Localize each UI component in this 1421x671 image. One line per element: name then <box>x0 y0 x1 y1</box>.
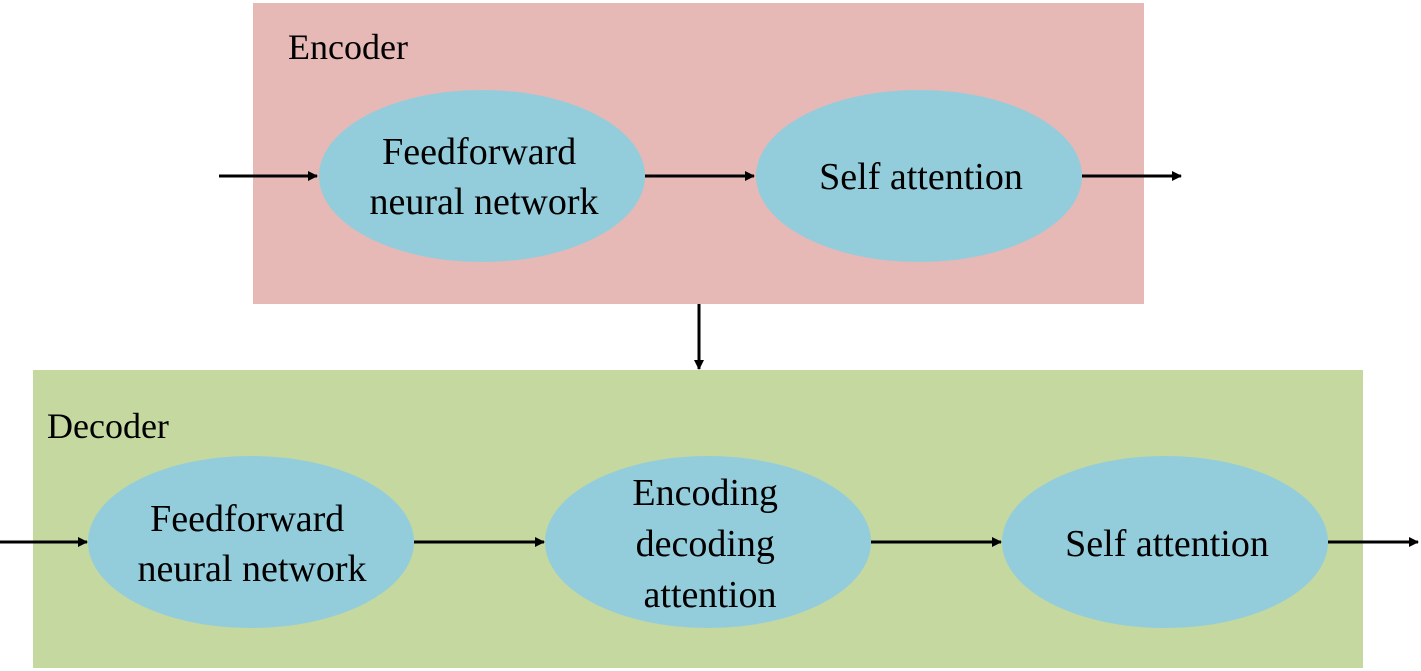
decoder-ffn-ellipse <box>88 456 414 628</box>
arrows <box>0 171 1419 547</box>
encoder-ffn-label: Feedforward neural network <box>370 131 599 223</box>
encoding-decoding-attention-node: Encoding decoding attention <box>545 456 871 628</box>
encoding-decoding-attention-label-line: decoding <box>636 523 775 565</box>
encoder-self-attention-node: Self attention <box>756 90 1082 262</box>
encoding-decoding-attention-ellipse <box>545 456 871 628</box>
encoding-decoding-attention-label: Encoding decoding attention <box>632 472 787 616</box>
encoding-decoding-attention-label-line: attention <box>644 574 777 616</box>
decoder-title: Decoder <box>47 406 169 446</box>
decoder-ffn-label-line: Feedforward <box>150 498 344 540</box>
decoder-ffn-label: Feedforward neural network <box>138 498 367 590</box>
decoder-self-attention-label: Self attention <box>1065 523 1269 565</box>
decoder-ffn-label-line: neural network <box>138 548 367 590</box>
decoder-ffn-node: Feedforward neural network <box>88 456 414 628</box>
encoder-self-attention-ellipse <box>756 90 1082 262</box>
decoder-self-attention-ellipse <box>1002 456 1328 628</box>
encoding-decoding-attention-label-line: Encoding <box>632 472 778 514</box>
encoder-ffn-ellipse <box>319 90 645 262</box>
encoder-ffn-node: Feedforward neural network <box>319 90 645 262</box>
encoder-ffn-label-line: neural network <box>370 181 599 223</box>
decoder-self-attention-node: Self attention <box>1002 456 1328 628</box>
encoder-self-attention-label: Self attention <box>819 156 1023 198</box>
encoder-ffn-label-line: Feedforward <box>382 131 576 173</box>
encoder-title: Encoder <box>288 27 408 67</box>
